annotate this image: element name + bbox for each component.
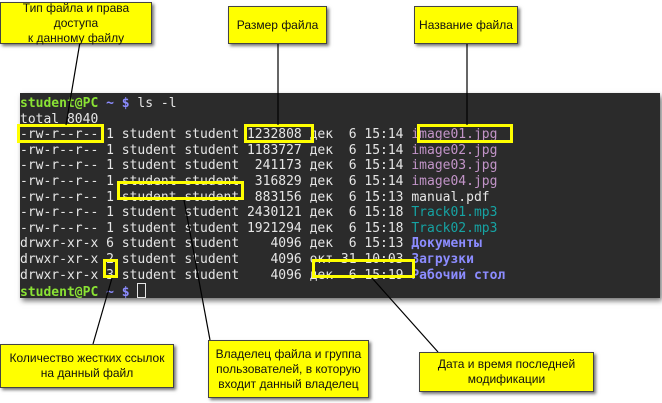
terminal-segment: -rw-r--r-- 1 student student 1183727 дек… [20,142,412,158]
terminal-segment: image04.jpg [411,173,498,189]
terminal-segment: -rw-r--r-- 1 student student 241173 дек … [20,158,412,174]
highlight-owner-group [117,181,244,200]
terminal-line: -rw-r--r-- 1 student student 241173 дек … [20,158,505,174]
terminal-segment: image01.jpg [411,127,498,143]
callout-modified: Дата и время последней модификации [419,352,594,392]
terminal-segment: image03.jpg [411,158,498,174]
terminal-segment: Track01.mp3 [411,205,498,221]
terminal-segment: Track02.mp3 [411,220,498,236]
terminal-segment: Документы [411,236,482,252]
terminal-segment: student@PC [20,96,99,111]
terminal-line: -rw-r--r-- 1 student student 2430121 дек… [20,205,505,221]
terminal-segment: -rw-r--r-- 1 student student 316829 дек … [20,173,412,189]
terminal-segment: ls -l [137,96,177,111]
terminal-segment: ~ $ [98,96,138,111]
terminal-segment: -rw-r--r-- 1 student student 1921294 дек… [20,220,412,236]
highlight-size [244,124,314,143]
leader-file-type [65,41,81,126]
terminal-line: drwxr-xr-x 6 student student 4096 дек 6 … [20,236,505,252]
callout-file-size: Размер файла [228,6,327,44]
terminal-segment: image02.jpg [411,142,498,158]
terminal-segment: ~ $ [98,285,138,301]
terminal-line: -rw-r--r-- 1 student student 1921294 дек… [20,221,505,237]
highlight-permissions [17,124,104,143]
terminal-line: student@PC ~ $ [20,283,505,301]
terminal-line: -rw-r--r-- 1 student student 316829 дек … [20,174,505,190]
terminal-segment: -rw-r--r-- 1 student student 2430121 дек… [20,205,412,221]
terminal-segment: -rw-r--r-- 1 student student 1232808 дек… [20,127,412,143]
callout-owner-group: Владелец файла и группа пользователей, в… [208,340,369,398]
terminal-line: total 8040 [20,112,505,128]
terminal-segment: total 8040 [20,111,99,127]
leader-link-count [92,277,113,345]
terminal-segment: Загрузки [411,251,474,267]
callout-file-name: Название файла [414,6,518,44]
terminal-line: student@PC ~ $ ls -l [20,96,505,112]
highlight-link-count [103,259,118,278]
terminal-line: -rw-r--r-- 1 student student 1183727 дек… [20,143,505,159]
terminal-segment: drwxr-xr-x 6 student student 4096 дек 6 … [20,236,412,252]
terminal-line: -rw-r--r-- 1 student student 1232808 дек… [20,127,505,143]
terminal-segment: student@PC [20,285,99,301]
highlight-filename [417,124,513,143]
leader-owner-group [183,199,211,341]
terminal-segment: -rw-r--r-- 1 student student 883156 дек … [20,189,490,205]
callout-file-type: Тип файла и права доступа к данному файл… [0,1,152,45]
highlight-date [312,259,415,278]
terminal-cursor[interactable] [137,283,147,299]
callout-link-count: Количество жестких ссылок на данный файл [0,344,174,388]
leader-modified [371,277,439,353]
terminal-segment: Рабочий стол [411,267,506,283]
terminal-line: -rw-r--r-- 1 student student 883156 дек … [20,190,505,206]
